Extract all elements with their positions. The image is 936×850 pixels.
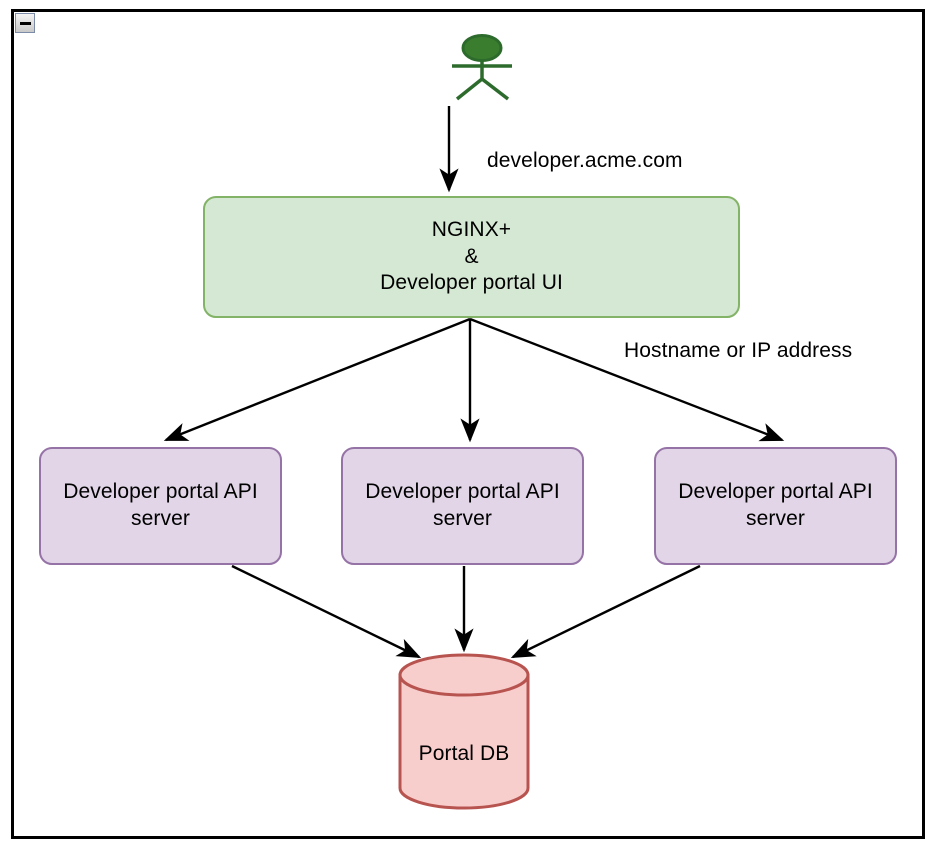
node-api-server-3[interactable]: Developer portal API server: [654, 447, 897, 565]
collapse-toggle-button[interactable]: [15, 13, 35, 33]
nginx-label-line-3: Developer portal UI: [380, 271, 563, 295]
node-nginx-developer-portal-ui[interactable]: NGINX+ & Developer portal UI: [203, 196, 740, 318]
api-server-1-label: Developer portal API server: [63, 480, 258, 530]
api-server-3-label: Developer portal API server: [678, 480, 873, 530]
edge-label-domain: developer.acme.com: [487, 149, 683, 172]
api-server-2-label: Developer portal API server: [365, 480, 560, 530]
node-api-server-2[interactable]: Developer portal API server: [341, 447, 584, 565]
edge-label-hostname: Hostname or IP address: [624, 339, 853, 362]
portal-db-label: Portal DB: [418, 742, 510, 765]
diagram-frame: [11, 9, 925, 839]
nginx-label-line-1: NGINX+: [431, 217, 512, 241]
minus-icon: [19, 21, 31, 25]
nginx-label-line-2: &: [464, 244, 479, 268]
node-api-server-1[interactable]: Developer portal API server: [39, 447, 282, 565]
